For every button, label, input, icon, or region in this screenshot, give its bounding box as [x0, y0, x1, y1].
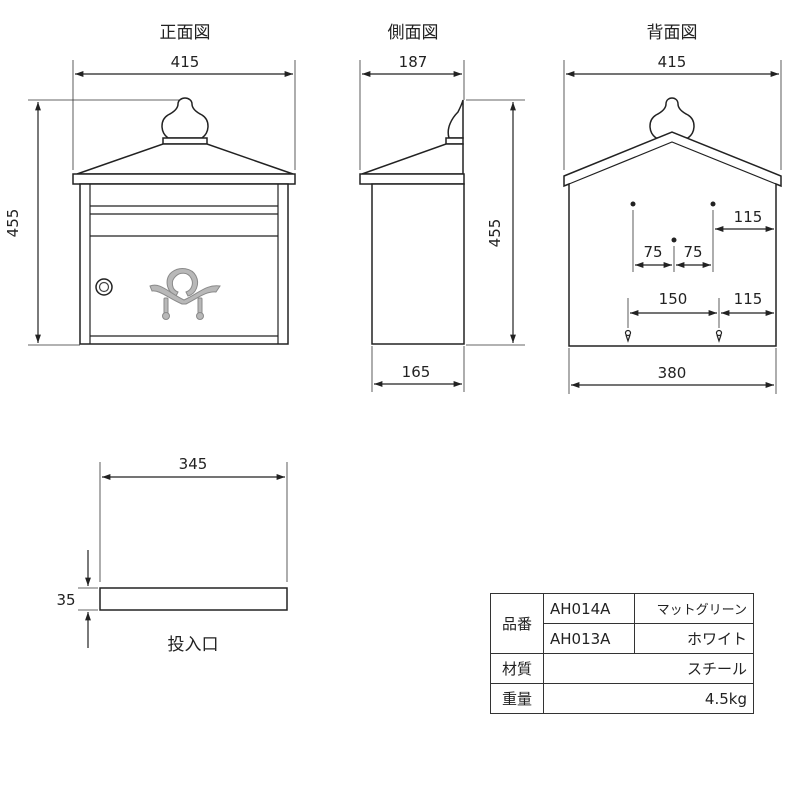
spec-table: 品番 AH014A マットグリーン AH013A ホワイト 材質 スチール 重量…: [490, 593, 754, 714]
weight-value: 4.5kg: [543, 683, 754, 714]
front-roof: [76, 143, 294, 175]
model-1-color: マットグリーン: [634, 593, 754, 624]
back-base-width-dimension: 380: [568, 348, 777, 394]
front-roof-eave: [72, 173, 296, 185]
post-horn-icon: [149, 268, 221, 320]
model-2-color: ホワイト: [634, 623, 754, 654]
model-1-code: AH014A: [543, 593, 635, 624]
product-number-label: 品番: [490, 593, 544, 654]
back-hole-dimensions: 115 75 75: [632, 208, 774, 272]
keyhole-icon: [624, 329, 723, 343]
spec-row-weight: 重量 4.5kg: [490, 683, 754, 714]
side-body: [371, 183, 465, 345]
side-bottom-width-dimension: 165: [371, 346, 465, 392]
back-width-label: 415: [658, 53, 687, 71]
slot-opening: [99, 587, 288, 611]
front-finial-base: [162, 137, 208, 145]
slot-width-dimension: 345: [99, 455, 288, 582]
material-value: スチール: [543, 653, 754, 684]
front-width-label: 415: [171, 53, 200, 71]
front-height-dimension: 455: [4, 99, 185, 346]
front-finial: [161, 97, 209, 139]
back-hole-left-gap-label: 75: [643, 243, 662, 261]
front-body: [79, 183, 289, 345]
back-view: 背面図 415 115 75 75: [563, 23, 782, 394]
spec-row-material: 材質 スチール: [490, 653, 754, 684]
back-view-title: 背面図: [647, 23, 698, 43]
side-roof-eave: [359, 173, 465, 185]
back-finial: [649, 97, 695, 139]
front-height-label: 455: [4, 209, 22, 238]
back-hole-right-label: 115: [734, 208, 763, 226]
lock-icon: [95, 278, 113, 296]
side-finial: [447, 99, 464, 139]
side-view: 側面図 187 455 165: [359, 23, 525, 392]
side-top-width-dimension: 187: [359, 53, 465, 170]
slot-height-label: 35: [56, 591, 75, 609]
side-roof: [361, 143, 464, 175]
back-width-dimension: 415: [563, 53, 782, 170]
slot-height-dimension: 35: [56, 550, 98, 648]
front-view: 正面図 415 455: [4, 23, 296, 346]
spec-row-model-2: AH013A ホワイト: [491, 623, 754, 654]
side-top-width-label: 187: [399, 53, 428, 71]
model-2-code: AH013A: [543, 623, 635, 654]
back-hook-spacing-label: 150: [659, 290, 688, 308]
back-base-width-label: 380: [658, 364, 687, 382]
side-height-dimension: 455: [466, 99, 525, 346]
side-bottom-width-label: 165: [402, 363, 431, 381]
front-width-dimension: 415: [72, 53, 296, 170]
slot-view: 345 35 投入口: [56, 455, 288, 655]
spec-row-model-1: 品番 AH014A マットグリーン: [490, 593, 754, 654]
material-label: 材質: [490, 653, 544, 684]
back-hole-right-gap-label: 75: [683, 243, 702, 261]
side-finial-base: [445, 137, 464, 145]
slot-width-label: 345: [179, 455, 208, 473]
back-hook-right-label: 115: [734, 290, 763, 308]
side-view-title: 側面図: [388, 23, 439, 43]
back-hook-dimensions: 150 115: [627, 290, 774, 328]
weight-label: 重量: [490, 683, 544, 714]
mounting-holes: [630, 201, 716, 243]
side-height-label: 455: [486, 219, 504, 248]
front-view-title: 正面図: [160, 23, 211, 43]
slot-title: 投入口: [168, 635, 219, 655]
